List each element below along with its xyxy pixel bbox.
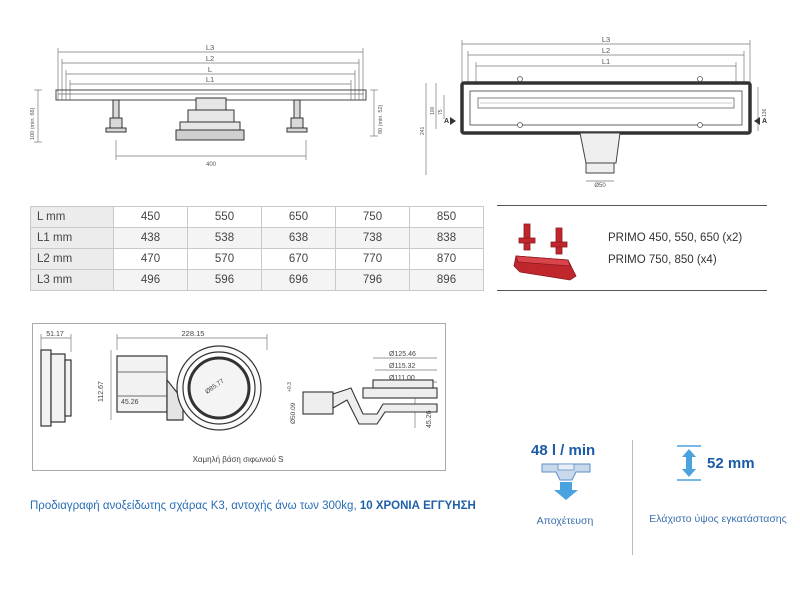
dim-45-26: 45.26: [121, 399, 139, 406]
dim-l3: L3: [206, 43, 214, 52]
siphon-drawing-frame: [32, 323, 446, 471]
table-cell: 538: [187, 227, 262, 249]
height-arrow-icon: [677, 445, 701, 481]
section-a-left: A: [444, 118, 449, 125]
dim-100: 100: [430, 106, 436, 115]
row-label: L mm: [30, 206, 114, 228]
dim-d50-09: Ø50.09: [290, 402, 297, 424]
table-cell: 670: [261, 248, 336, 270]
height-value: 52 mm: [707, 455, 755, 472]
row-label: L2 mm: [30, 248, 114, 270]
row-label: L1 mm: [30, 227, 114, 249]
feature-divider: [632, 440, 633, 555]
table-cell: 750: [335, 206, 410, 228]
table-cell: 650: [261, 206, 336, 228]
table-cell: 896: [409, 269, 484, 291]
dim-112-67: 112.67: [98, 381, 105, 402]
dim-228-15: 228.15: [182, 329, 205, 338]
table-cell: 738: [335, 227, 410, 249]
table-cell: 550: [187, 206, 262, 228]
dim-l2: L2: [602, 46, 610, 55]
table-cell: 838: [409, 227, 484, 249]
dim-51-17: 51.17: [46, 331, 64, 338]
table-cell: 796: [335, 269, 410, 291]
table-cell: 438: [113, 227, 188, 249]
drain-flow-icon: [541, 463, 591, 500]
table-cell: 450: [113, 206, 188, 228]
table-cell: 596: [187, 269, 262, 291]
top-view-drawing: L3 L2 L1 A A 100 75 241 136 Ø50: [420, 35, 768, 189]
dim-241: 241: [420, 126, 426, 135]
primo-top-rule: [497, 205, 767, 206]
primo-bottom-rule: [497, 290, 767, 291]
dim-l3: L3: [602, 35, 610, 44]
dim-d111-00: Ø111.00: [389, 375, 415, 382]
dim-tolerance: +0.3: [287, 382, 293, 392]
table-cell: 870: [409, 248, 484, 270]
table-row: L2 mm 470 570 670 770 870: [30, 248, 484, 270]
dim-75: 75: [438, 109, 444, 115]
table-row: L3 mm 496 596 696 796 896: [30, 269, 484, 291]
dim-d115-32: Ø115.32: [389, 363, 415, 370]
primo-info: PRIMO 450, 550, 650 (x2) PRIMO 750, 850 …: [608, 227, 742, 271]
side-view-drawing: L3 L2 L L1 100 (min. 66) 80 (min. 52) 40…: [30, 43, 384, 168]
table-cell: 470: [113, 248, 188, 270]
dim-height-left: 100 (min. 66): [30, 107, 36, 140]
table-cell: 696: [261, 269, 336, 291]
table-cell: 850: [409, 206, 484, 228]
dim-d50: Ø50: [594, 183, 606, 189]
table-cell: 570: [187, 248, 262, 270]
spec-main-text: Προδιαγραφή ανοξείδωτης σχάρας Κ3, αντοχ…: [30, 500, 360, 512]
primo-support-icon: [513, 223, 577, 281]
flow-caption: Αποχέτευση: [536, 515, 594, 527]
section-a-right: A: [762, 118, 767, 125]
dimension-table: L mm 450 550 650 750 850 L1 mm 438 538 6…: [30, 206, 484, 291]
dim-l1: L1: [206, 75, 214, 84]
dim-height-right: 80 (min. 52): [378, 104, 384, 134]
table-cell: 638: [261, 227, 336, 249]
siphon-caption: Χαμηλή βάση σιφωνιού S: [193, 455, 284, 464]
siphon-drawing: 51.17 228.15 112.67 45.26 Ø85.77 Ø125.46…: [40, 329, 438, 464]
table-row: L mm 450 550 650 750 850: [30, 206, 484, 228]
flow-value: 48 l / min: [531, 442, 596, 459]
dim-l: L: [208, 65, 212, 74]
row-label: L3 mm: [30, 269, 114, 291]
dim-d125-46: Ø125.46: [389, 351, 416, 358]
dim-l2: L2: [206, 54, 214, 63]
height-caption: Ελάχιστο ύψος εγκατάστασης: [649, 513, 787, 525]
dim-l1: L1: [602, 57, 610, 66]
table-row: L1 mm 438 538 638 738 838: [30, 227, 484, 249]
warranty-text: 10 ΧΡΟΝΙΑ ΕΓΓΥΗΣΗ: [359, 500, 476, 512]
table-cell: 770: [335, 248, 410, 270]
primo-line-1: PRIMO 450, 550, 650 (x2): [608, 232, 743, 244]
dim-400: 400: [206, 162, 217, 168]
primo-line-2: PRIMO 750, 850 (x4): [608, 254, 717, 266]
dim-45-26-side: 45.26: [426, 410, 433, 428]
dim-136: 136: [762, 108, 768, 117]
table-cell: 496: [113, 269, 188, 291]
specification-text: Προδιαγραφή ανοξείδωτης σχάρας Κ3, αντοχ…: [30, 500, 476, 512]
